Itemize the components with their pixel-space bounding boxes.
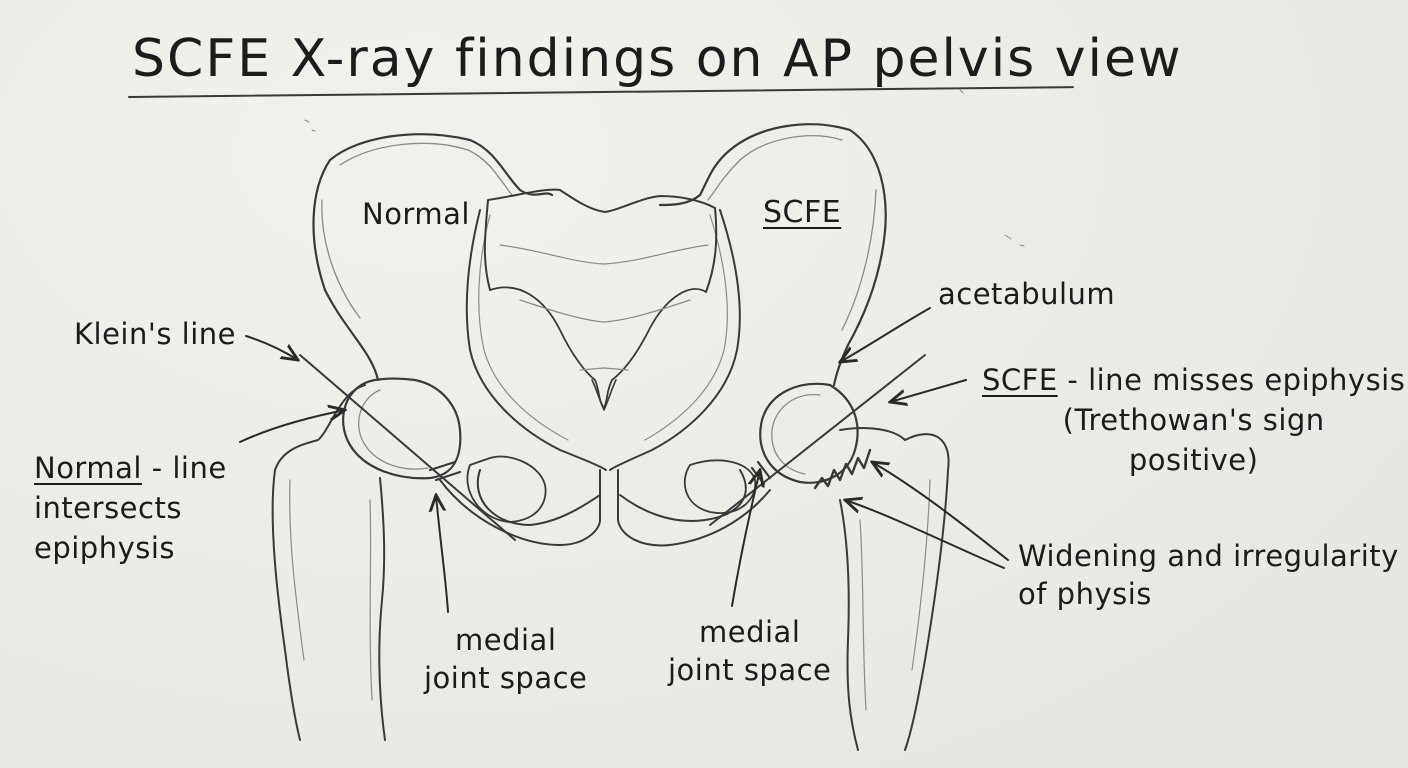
kleins-line-scfe bbox=[710, 355, 925, 525]
label-physis: Widening and irregularity of physis bbox=[1018, 538, 1399, 613]
kleins-lines bbox=[300, 355, 925, 540]
scfe-line3: positive) bbox=[982, 440, 1405, 480]
scfe-line2: (Trethowan's sign bbox=[982, 400, 1405, 440]
medial-left-line1: medial bbox=[424, 622, 587, 660]
right-femur bbox=[752, 384, 949, 750]
label-acetabulum: acetabulum bbox=[938, 278, 1115, 311]
arrow-medial-left bbox=[436, 495, 448, 612]
scfe-heading: SCFE bbox=[982, 363, 1058, 397]
label-scfe-description: SCFE - line misses epiphysis (Trethowan'… bbox=[982, 360, 1405, 480]
normal-rest: - line bbox=[142, 451, 227, 485]
normal-line3: epiphysis bbox=[34, 528, 227, 568]
arrow-scfe bbox=[890, 380, 966, 402]
medial-left-line2: joint space bbox=[424, 660, 587, 698]
scfe-rest: - line misses epiphysis bbox=[1058, 363, 1406, 397]
label-normal-description: Normal - line intersects epiphysis bbox=[34, 448, 227, 568]
label-kleins-line: Klein's line bbox=[74, 318, 236, 351]
physis-line2: of physis bbox=[1018, 576, 1399, 614]
label-medial-joint-space-right: medial joint space bbox=[668, 614, 831, 689]
medial-right-line1: medial bbox=[668, 614, 831, 652]
label-medial-joint-space-left: medial joint space bbox=[424, 622, 587, 697]
label-normal-side: Normal bbox=[362, 198, 470, 231]
medial-right-line2: joint space bbox=[668, 652, 831, 690]
annotation-arrows bbox=[240, 308, 1008, 612]
page-title: SCFE X-ray findings on AP pelvis view bbox=[132, 30, 1183, 90]
label-scfe-side: SCFE bbox=[763, 196, 841, 231]
physis-line1: Widening and irregularity bbox=[1018, 538, 1399, 576]
arrow-physis-2 bbox=[845, 500, 1004, 568]
sacrum bbox=[485, 190, 716, 410]
arrow-klein bbox=[246, 336, 298, 360]
normal-heading: Normal bbox=[34, 451, 142, 485]
normal-line2: intersects bbox=[34, 488, 227, 528]
left-iliac-wing bbox=[314, 134, 606, 470]
